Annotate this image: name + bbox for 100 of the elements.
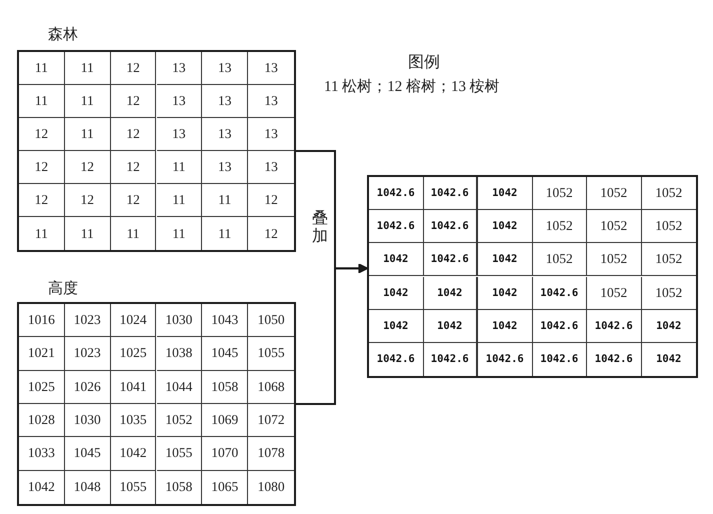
table-cell: 11: [156, 217, 202, 250]
table-cell: 1078: [248, 437, 294, 471]
table-cell: 1042.6: [532, 276, 587, 310]
table-cell: 1023: [64, 337, 111, 371]
table-cell: 11: [64, 217, 111, 250]
table-cell: 1042: [478, 177, 532, 210]
table-cell: 13: [156, 118, 202, 151]
table-cell: 1025: [19, 370, 65, 404]
table-cell: 1080: [248, 470, 294, 504]
table-cell: 1042: [478, 310, 532, 343]
table-cell: 1042: [478, 276, 532, 310]
table-cell: 1068: [248, 370, 294, 404]
table-cell: 12: [248, 217, 294, 250]
table-cell: 1045: [202, 337, 248, 371]
table-title: 高度: [48, 278, 78, 298]
table-cell: 1050: [248, 304, 294, 338]
table-cell: 1052: [587, 177, 642, 210]
legend-title: 图例: [408, 52, 440, 73]
table-cell: 13: [156, 85, 202, 118]
table-cell: 1042.6: [587, 310, 642, 343]
table-cell: 13: [248, 52, 294, 85]
legend-text: 11 松树；12 榕树；13 桉树: [324, 78, 500, 96]
table-cell: 1042.6: [532, 310, 587, 343]
table-cell: 11: [64, 118, 111, 151]
table-cell: 1030: [64, 404, 111, 438]
table-cell: 1045: [64, 437, 111, 471]
table-cell: 1041: [110, 370, 156, 404]
table-cell: 13: [248, 118, 294, 151]
table-cell: 1042.6: [478, 342, 532, 376]
table-cell: 1042.6: [369, 177, 424, 210]
table-cell: 13: [202, 52, 248, 85]
table-cell: 11: [19, 85, 65, 118]
table-cell: 11: [19, 52, 65, 85]
data-table: [17, 278, 296, 506]
table-cell: 1052: [532, 177, 587, 210]
table-cell: 11: [156, 184, 202, 217]
table-cell: 11: [202, 217, 248, 250]
table-cell: 1052: [532, 243, 587, 276]
table-cell: 1055: [110, 470, 156, 504]
table-cell: 1028: [19, 404, 65, 438]
table-cell: 1042.6: [587, 342, 642, 376]
table-cell: 1052: [532, 210, 587, 244]
table-cell: 1042: [110, 437, 156, 471]
table-cell: 1033: [19, 437, 65, 471]
table-cell: 1052: [587, 243, 642, 276]
table-cell: 1030: [156, 304, 202, 338]
table-cell: 13: [156, 52, 202, 85]
table-cell: 1042: [369, 310, 424, 343]
table-cell: 1069: [202, 404, 248, 438]
table-cell: 13: [248, 151, 294, 184]
table-cell: 1038: [156, 337, 202, 371]
table-cell: 12: [19, 151, 65, 184]
table-cell: 1042: [478, 243, 532, 276]
table-cell: 1042.6: [424, 177, 478, 210]
table-cell: 11: [202, 184, 248, 217]
table-cell: 1065: [202, 470, 248, 504]
table-cell: 1052: [642, 177, 696, 210]
table-cell: 12: [19, 184, 65, 217]
table-cell: 1043: [202, 304, 248, 338]
table-cell: 1042: [478, 210, 532, 244]
table-cell: 1052: [156, 404, 202, 438]
table-cell: 1021: [19, 337, 65, 371]
table-cell: 1048: [64, 470, 111, 504]
table-cell: 12: [19, 118, 65, 151]
table-cell: 1058: [202, 370, 248, 404]
table-cell: 1042.6: [424, 342, 478, 376]
table-cell: 11: [64, 85, 111, 118]
table-cell: 1024: [110, 304, 156, 338]
table-cell: 1042: [642, 342, 696, 376]
table-cell: 13: [248, 85, 294, 118]
table-cell: 1042: [369, 243, 424, 276]
table-cell: 1016: [19, 304, 65, 338]
table-cell: 1052: [642, 276, 696, 310]
table-cell: 12: [110, 52, 156, 85]
table-cell: 1023: [64, 304, 111, 338]
data-table: [367, 175, 698, 378]
table-cell: 12: [110, 151, 156, 184]
data-table: [17, 24, 296, 252]
table-cell: 1025: [110, 337, 156, 371]
table-cell: 1055: [248, 337, 294, 371]
table-cell: 12: [110, 118, 156, 151]
table-cell: 1044: [156, 370, 202, 404]
table-cell: 1042: [19, 470, 65, 504]
table-cell: 1042.6: [369, 342, 424, 376]
table-cell: 1042: [424, 310, 478, 343]
table-cell: 1042: [424, 276, 478, 310]
table-cell: 13: [202, 151, 248, 184]
table-cell: 1058: [156, 470, 202, 504]
table-cell: 11: [19, 217, 65, 250]
table-cell: 13: [202, 118, 248, 151]
table-cell: 1042.6: [424, 243, 478, 276]
edge-label: 叠加: [312, 209, 328, 244]
table-cell: 1070: [202, 437, 248, 471]
connector-arrow: [296, 263, 368, 405]
table-cell: 12: [64, 151, 111, 184]
table-cell: 1042.6: [532, 342, 587, 376]
table-cell: 1052: [642, 243, 696, 276]
table-cell: 11: [156, 151, 202, 184]
table-cell: 11: [64, 52, 111, 85]
table-cell: 12: [110, 85, 156, 118]
